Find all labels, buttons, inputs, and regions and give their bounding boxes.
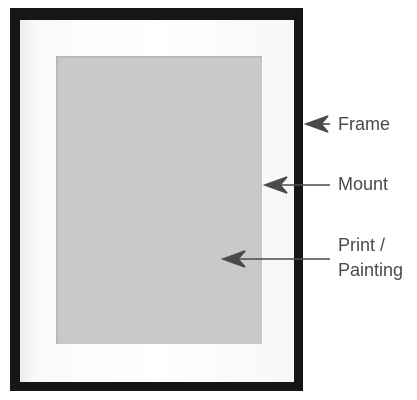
print-label-line1: Print / — [338, 235, 386, 255]
frame-label: Frame — [338, 114, 391, 134]
print-label-line2: Painting — [338, 260, 404, 280]
mount-board — [20, 20, 294, 382]
mount-label: Mount — [338, 174, 389, 194]
picture-frame — [10, 8, 303, 391]
frame-arrow — [303, 115, 330, 133]
mount-arrow — [262, 176, 330, 194]
print-painting-area — [56, 56, 262, 344]
print-arrow — [220, 250, 330, 268]
